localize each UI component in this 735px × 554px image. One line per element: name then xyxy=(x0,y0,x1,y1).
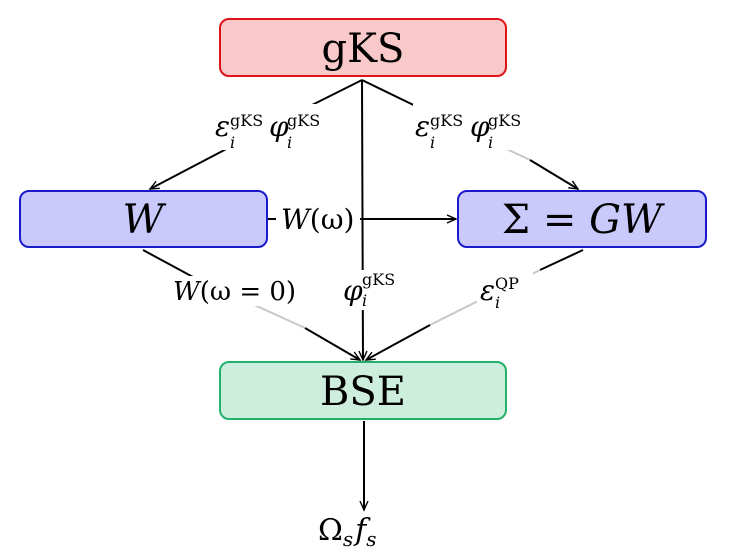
output-omega-f: Ωsfs xyxy=(318,513,377,551)
omega-symbol: Ω xyxy=(318,513,343,548)
node-bse-label: BSE xyxy=(320,369,406,415)
epsilon-symbol: ε xyxy=(215,110,230,143)
epsilon-sup: gKS xyxy=(430,111,463,130)
epsilon-sub: i xyxy=(495,293,500,312)
node-gks: gKS xyxy=(219,18,507,77)
sigma-g: G xyxy=(589,197,621,243)
node-w-label: W xyxy=(122,197,166,243)
node-sigma: Σ = GW xyxy=(457,190,707,248)
label-gks-sigma: ε gKS i φ gKS i xyxy=(413,104,533,152)
phi-symbol: φ xyxy=(470,110,490,143)
node-sigma-label: Σ = GW xyxy=(502,197,665,243)
w-omega-label: W(ω) xyxy=(281,203,354,236)
label-gks-w: ε gKS i φ gKS i xyxy=(212,104,332,152)
phi-sup: gKS xyxy=(488,111,521,130)
node-gks-label: gKS xyxy=(322,26,405,72)
w-symbol: W xyxy=(173,277,202,307)
sigma-w: W xyxy=(621,197,665,243)
phi-sup: gKS xyxy=(362,270,395,289)
epsilon-sup: gKS xyxy=(230,111,263,130)
epsilon-symbol: ε xyxy=(480,274,495,307)
label-w-bse: W(ω = 0) xyxy=(172,276,308,307)
label-gks-bse: φ gKS i xyxy=(343,270,411,310)
node-w: W xyxy=(19,190,268,248)
f-sub: s xyxy=(366,527,376,551)
phi-symbol: φ xyxy=(343,274,363,307)
epsilon-sup: QP xyxy=(495,274,519,293)
epsilon-symbol: ε xyxy=(415,110,430,143)
phi-sub: i xyxy=(488,133,493,152)
w-arg: (ω) xyxy=(310,203,355,236)
omega-sub: s xyxy=(343,527,353,551)
sigma-lhs: Σ = xyxy=(502,197,589,243)
w-symbol: W xyxy=(281,203,312,236)
phi-sub: i xyxy=(362,291,367,310)
phi-sub: i xyxy=(287,133,292,152)
node-bse: BSE xyxy=(219,361,507,420)
phi-symbol: φ xyxy=(269,110,289,143)
epsilon-sub: i xyxy=(430,133,435,152)
label-sigma-bse: ε QP i xyxy=(477,272,533,312)
phi-sup: gKS xyxy=(287,111,320,130)
w-zero-label: W(ω = 0) xyxy=(173,277,296,307)
w-arg: (ω = 0) xyxy=(200,277,296,307)
label-w-sigma: W(ω) xyxy=(276,203,360,236)
epsilon-sub: i xyxy=(230,133,235,152)
